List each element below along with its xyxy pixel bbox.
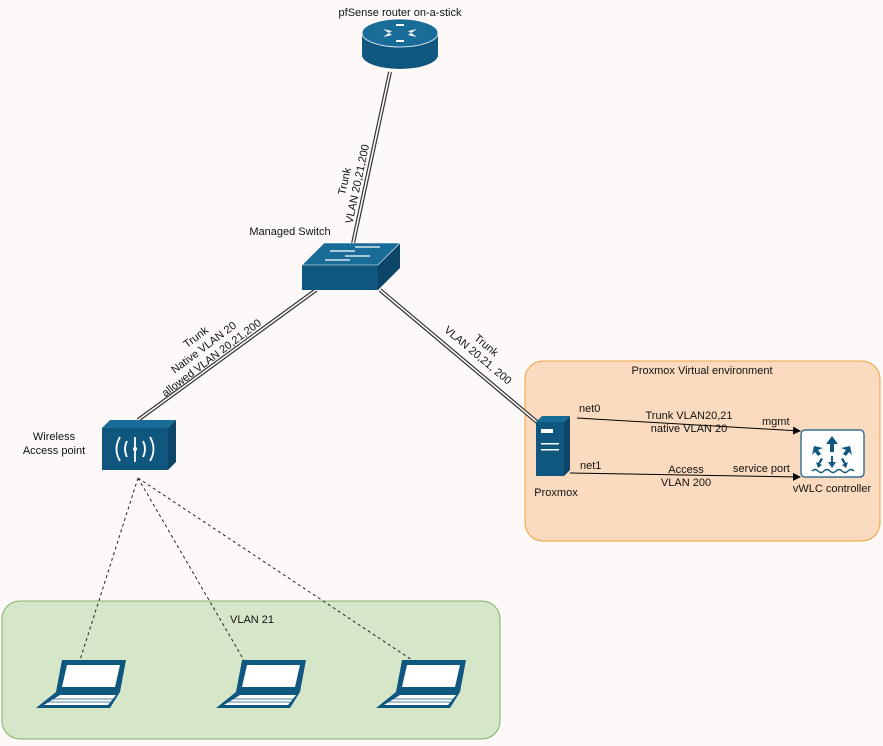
access-point-label-line2: Access point [23, 445, 85, 457]
switch-ap-link-label: Trunk Native VLAN 20 allowed VLAN 20,21,… [160, 317, 264, 399]
proxmox-environment-title: Proxmox Virtual environment [631, 365, 772, 377]
router-label: pfSense router on-a-stick [339, 7, 462, 19]
vlan-zone-title: VLAN 21 [230, 614, 274, 626]
link-router-switch [350, 71, 392, 249]
proxmox-server-icon [536, 416, 570, 476]
mgmt-label: mgmt [762, 416, 790, 428]
wireless-link-1 [79, 477, 139, 661]
laptop-icon [376, 660, 466, 708]
link-switch-ap [136, 288, 318, 422]
net1-desc-line2: VLAN 200 [661, 477, 711, 489]
net1-connection [569, 472, 801, 481]
net1-label: net1 [580, 460, 601, 472]
laptop-icon [36, 660, 126, 708]
wireless-link-3 [137, 477, 416, 663]
wireless-controller-icon [800, 429, 865, 478]
proxmox-environment-box [524, 360, 881, 542]
router-icon [361, 18, 439, 69]
proxmox-server-label: Proxmox [534, 487, 578, 499]
wireless-links [79, 477, 416, 663]
net0-label: net0 [579, 403, 600, 415]
net0-desc-line2: native VLAN 20 [651, 423, 727, 435]
controller-label: vWLC controller [793, 483, 872, 495]
net0-connection [576, 417, 801, 435]
net0-desc-line1: Trunk VLAN20,21 [645, 410, 732, 422]
net1-desc-line1: Access [668, 464, 704, 476]
wireless-access-point-icon [102, 420, 176, 470]
link-switch-proxmox [378, 288, 539, 424]
switch-icon [301, 242, 401, 290]
access-point-label-line1: Wireless [33, 431, 76, 443]
service-port-label: service port [733, 463, 790, 475]
switch-ap-label-line3: allowed VLAN 20,21,200 [160, 317, 264, 399]
router-switch-label-line1: Trunk [336, 166, 354, 196]
switch-label: Managed Switch [249, 226, 330, 238]
laptop-icon [216, 660, 306, 708]
